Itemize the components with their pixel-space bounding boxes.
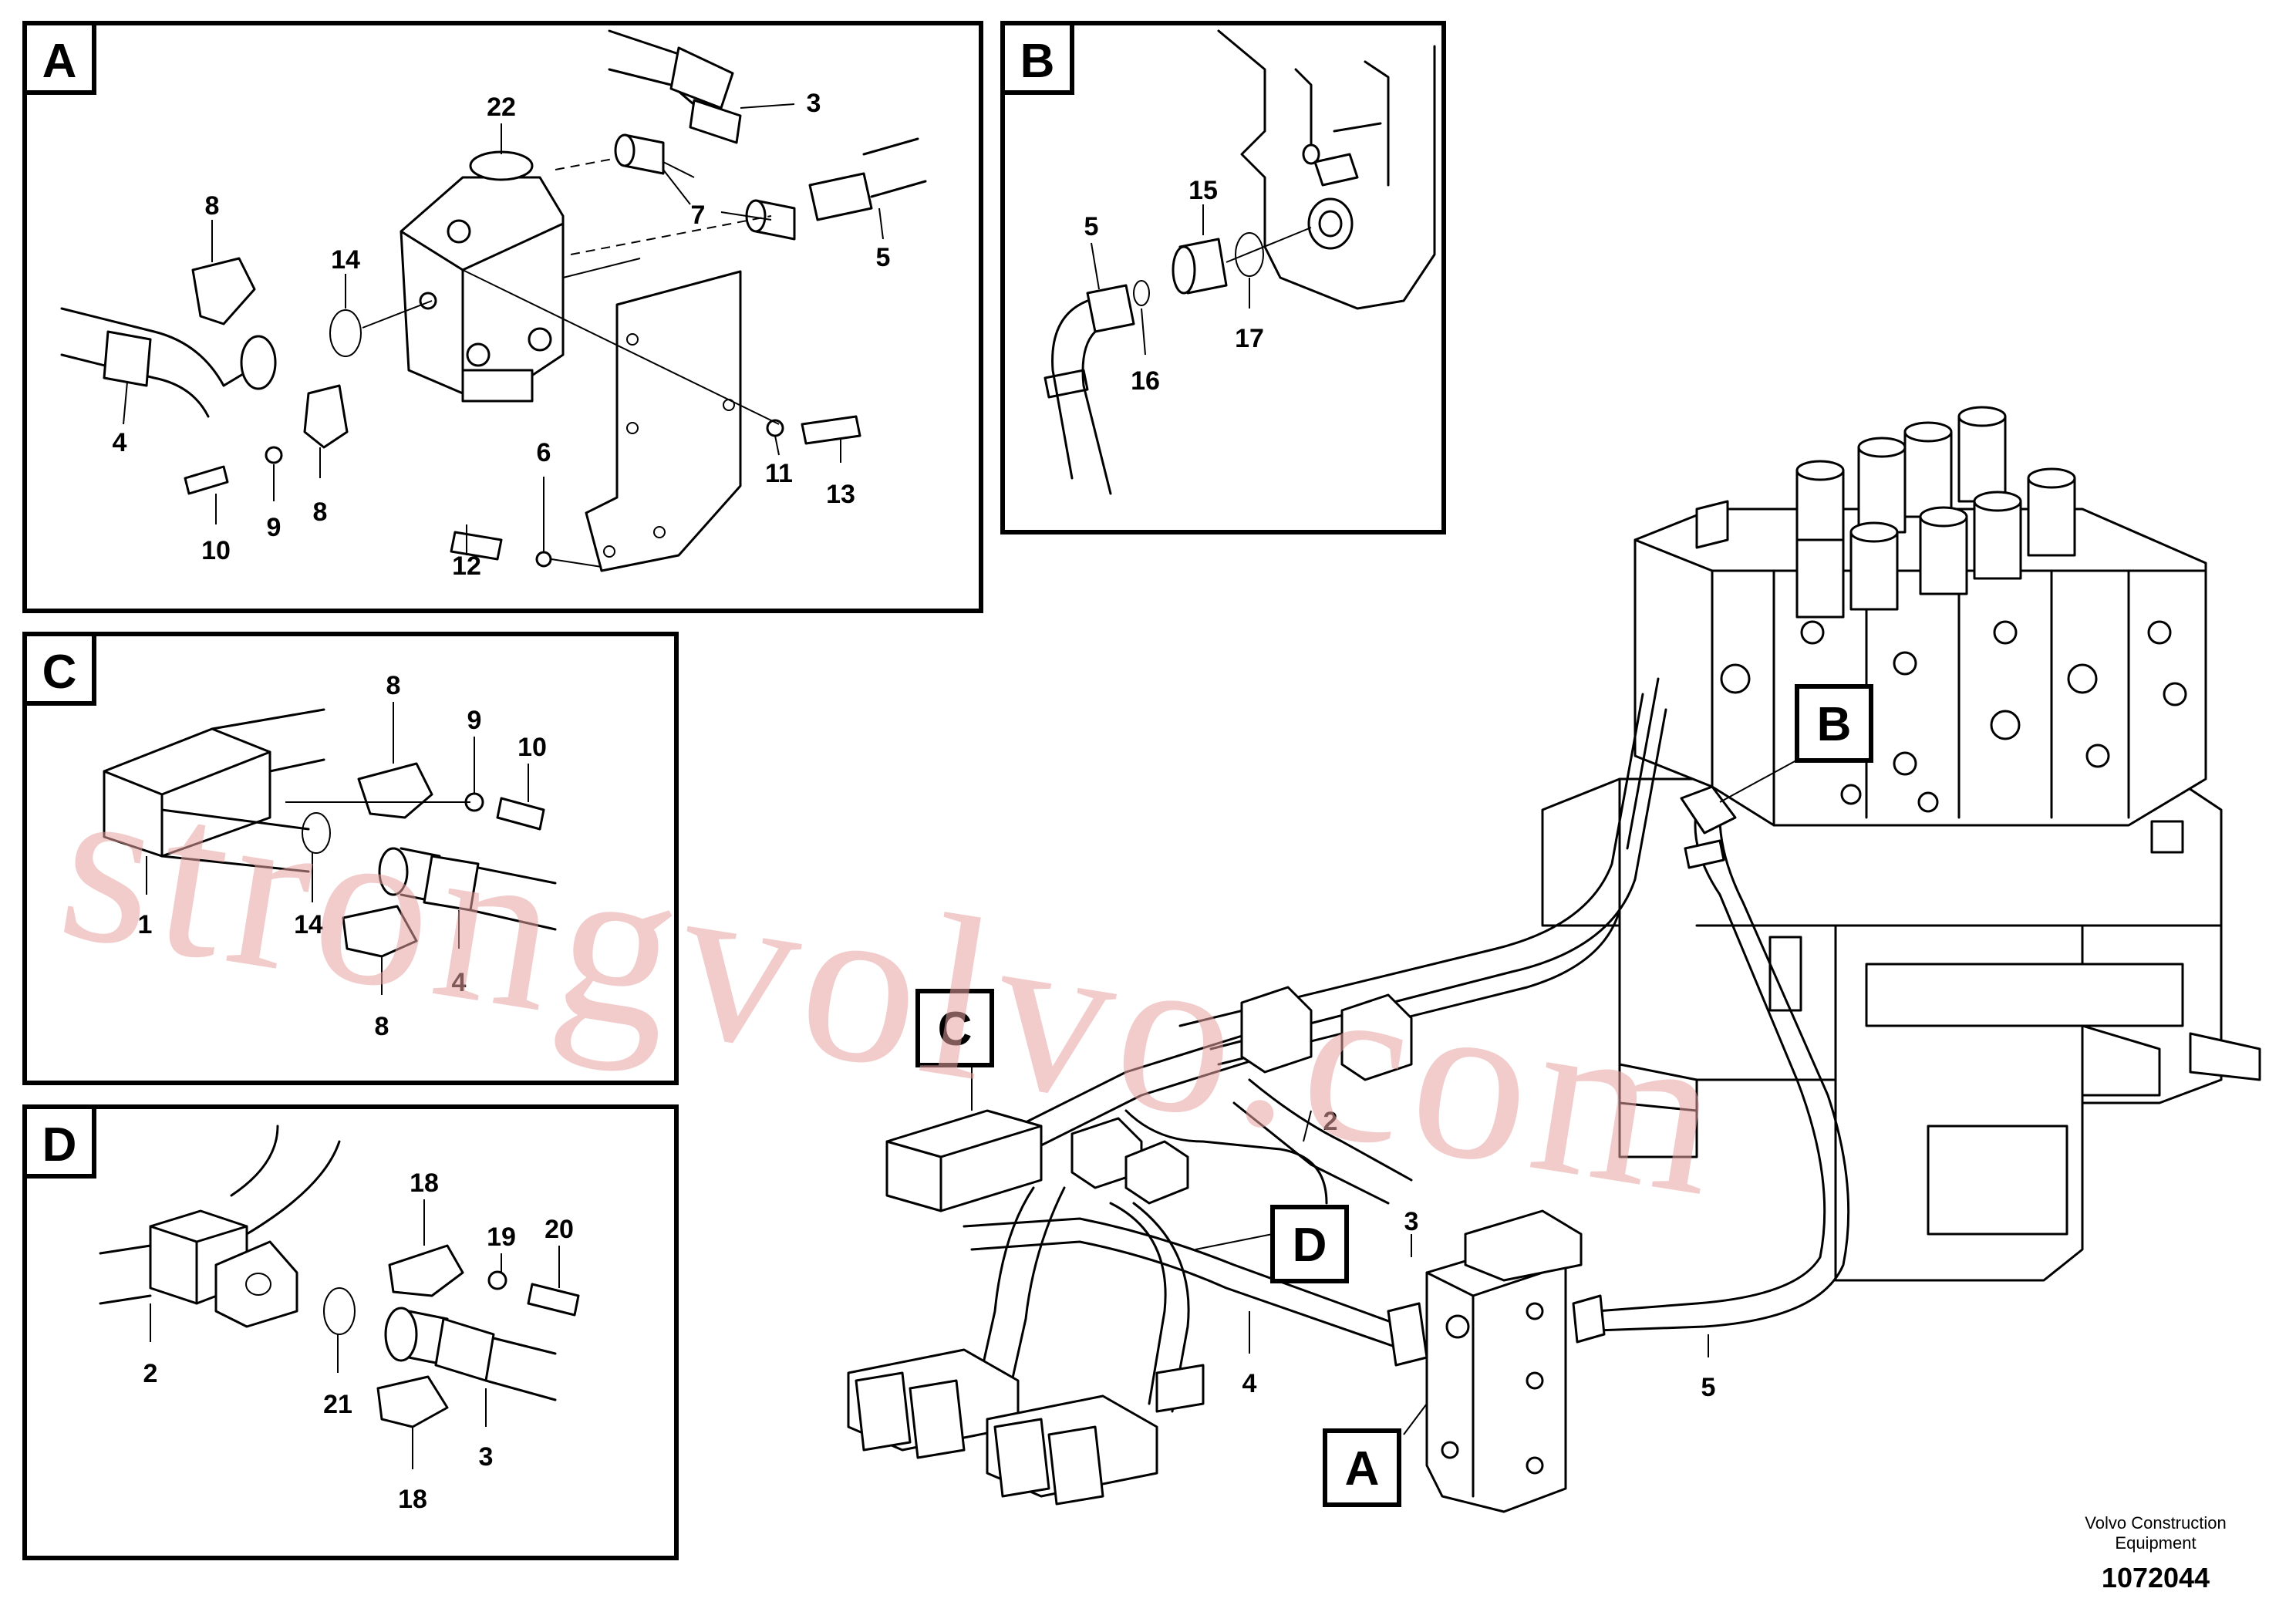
svg-text:7: 7: [691, 201, 706, 230]
svg-text:16: 16: [1131, 366, 1160, 396]
svg-text:4: 4: [113, 428, 127, 457]
svg-text:8: 8: [313, 497, 328, 527]
main-tag-b: B: [1795, 684, 1873, 763]
svg-text:5: 5: [1701, 1373, 1716, 1402]
main-callouts: 2 3 4 5: [1242, 1107, 1716, 1402]
svg-text:3: 3: [1404, 1207, 1419, 1236]
svg-text:D: D: [1293, 1219, 1327, 1272]
footer-line2: Equipment: [2115, 1533, 2196, 1553]
svg-text:8: 8: [375, 1012, 389, 1041]
svg-text:14: 14: [294, 910, 323, 939]
svg-text:8: 8: [205, 191, 220, 221]
panel-b-callouts: 15 5 16 17: [1084, 176, 1264, 396]
svg-text:20: 20: [544, 1215, 574, 1244]
svg-text:5: 5: [1084, 212, 1099, 241]
main-tag-c: C: [915, 989, 994, 1067]
panel-b: B 15 5 16 17: [1000, 21, 1446, 534]
svg-text:A: A: [1345, 1442, 1380, 1496]
svg-text:4: 4: [452, 968, 467, 997]
svg-text:18: 18: [398, 1485, 427, 1514]
svg-text:12: 12: [452, 551, 481, 581]
svg-text:3: 3: [807, 89, 821, 118]
panel-a-callouts: 22 3 8 7 14 5 4 11 13 6 10 9 8: [113, 89, 891, 581]
solenoid-coils: [1695, 406, 2076, 619]
svg-text:4: 4: [1242, 1369, 1257, 1398]
svg-text:2: 2: [1323, 1107, 1338, 1136]
svg-text:8: 8: [386, 671, 401, 700]
main-tag-d: D: [1270, 1205, 1349, 1283]
svg-text:11: 11: [765, 459, 793, 488]
svg-text:6: 6: [537, 438, 551, 467]
footer: Volvo Construction Equipment 1072044: [2085, 1513, 2226, 1593]
svg-text:9: 9: [467, 706, 482, 735]
svg-text:C: C: [938, 1003, 973, 1056]
bottom-flanges: [847, 1348, 1205, 1506]
panel-b-label: B: [1020, 35, 1055, 88]
svg-text:10: 10: [201, 536, 231, 565]
svg-text:18: 18: [410, 1168, 439, 1198]
svg-text:14: 14: [331, 245, 360, 275]
panel-a: A: [22, 21, 983, 613]
svg-text:10: 10: [518, 733, 547, 762]
panel-a-label: A: [42, 35, 77, 88]
panel-d: D 18 19 20 2 21: [22, 1104, 679, 1560]
svg-text:1: 1: [138, 910, 153, 939]
svg-text:19: 19: [487, 1222, 516, 1252]
svg-text:5: 5: [876, 243, 891, 272]
panel-c-callouts: 8 9 10 1 14 4 8: [138, 671, 547, 1041]
main-tag-a: A: [1323, 1428, 1401, 1507]
svg-text:9: 9: [267, 513, 282, 542]
panel-c-label: C: [42, 646, 77, 699]
svg-text:17: 17: [1235, 324, 1264, 353]
svg-text:B: B: [1817, 698, 1852, 751]
svg-text:13: 13: [826, 480, 855, 509]
drawing-number: 1072044: [2102, 1562, 2210, 1593]
panel-c: C 8 9 10 1 14: [22, 632, 679, 1085]
footer-line1: Volvo Construction: [2085, 1513, 2226, 1533]
svg-text:15: 15: [1188, 176, 1218, 205]
main-assembly: 2 3 4 5 B C D A: [847, 406, 2261, 1513]
mounting-plate: [585, 270, 742, 572]
panel-d-callouts: 18 19 20 2 21 3 18: [143, 1168, 574, 1514]
svg-text:3: 3: [479, 1442, 494, 1472]
svg-text:21: 21: [323, 1390, 352, 1419]
panel-d-label: D: [42, 1118, 77, 1172]
svg-text:2: 2: [143, 1359, 158, 1388]
svg-text:22: 22: [487, 93, 516, 122]
